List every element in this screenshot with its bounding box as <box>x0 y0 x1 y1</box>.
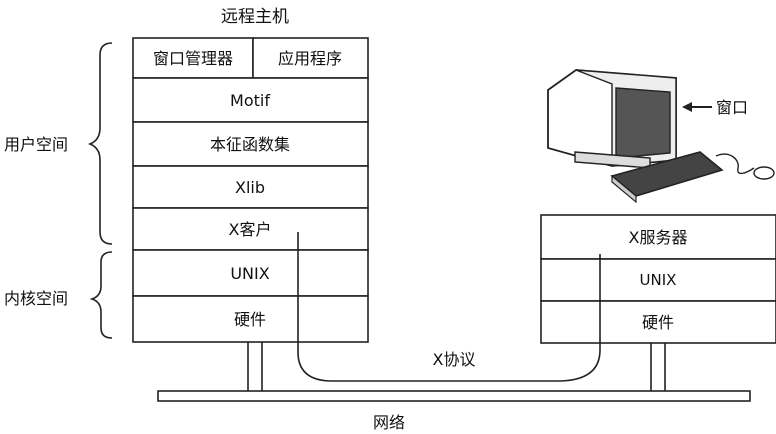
kernel-space-label: 内核空间 <box>4 289 68 308</box>
user-space-brace <box>87 42 113 245</box>
window-manager-label: 窗口管理器 <box>153 49 233 68</box>
user-space-label: 用户空间 <box>4 135 68 154</box>
x-server-label: X服务器 <box>629 228 688 247</box>
network-label: 网络 <box>373 413 405 432</box>
remote-host-stack: 窗口管理器 应用程序 Motif 本征函数集 Xlib X客户 UNIX 硬件 <box>132 37 369 343</box>
server-unix-layer <box>540 258 776 302</box>
window-pointer-arrowhead <box>682 102 692 112</box>
server-hardware-layer <box>540 300 776 344</box>
motif-label: Motif <box>230 91 270 110</box>
xlib-label: Xlib <box>235 178 265 197</box>
server-stack: X服务器 UNIX 硬件 <box>540 214 776 344</box>
x-protocol-label: X协议 <box>433 350 476 369</box>
x-server-layer <box>540 214 776 260</box>
intrinsics-label: 本征函数集 <box>210 135 290 154</box>
application-box <box>252 37 369 79</box>
application-label: 应用程序 <box>278 49 342 68</box>
remote-host-title: 远程主机 <box>221 7 289 27</box>
server-hardware-label: 硬件 <box>642 313 674 332</box>
network-bus <box>157 390 751 402</box>
hardware-layer <box>132 295 369 343</box>
x-client-layer <box>132 207 369 251</box>
window-manager-box <box>132 37 254 79</box>
x-protocol-line <box>297 232 601 382</box>
x-client-label: X客户 <box>229 220 272 239</box>
hardware-label: 硬件 <box>234 310 266 329</box>
kernel-space-brace <box>89 251 113 339</box>
intrinsics-layer <box>132 121 369 167</box>
window-label: 窗口 <box>716 98 748 117</box>
workstation-icon <box>547 69 775 204</box>
server-unix-label: UNIX <box>640 271 677 289</box>
unix-label: UNIX <box>230 264 269 283</box>
motif-layer <box>132 77 369 123</box>
